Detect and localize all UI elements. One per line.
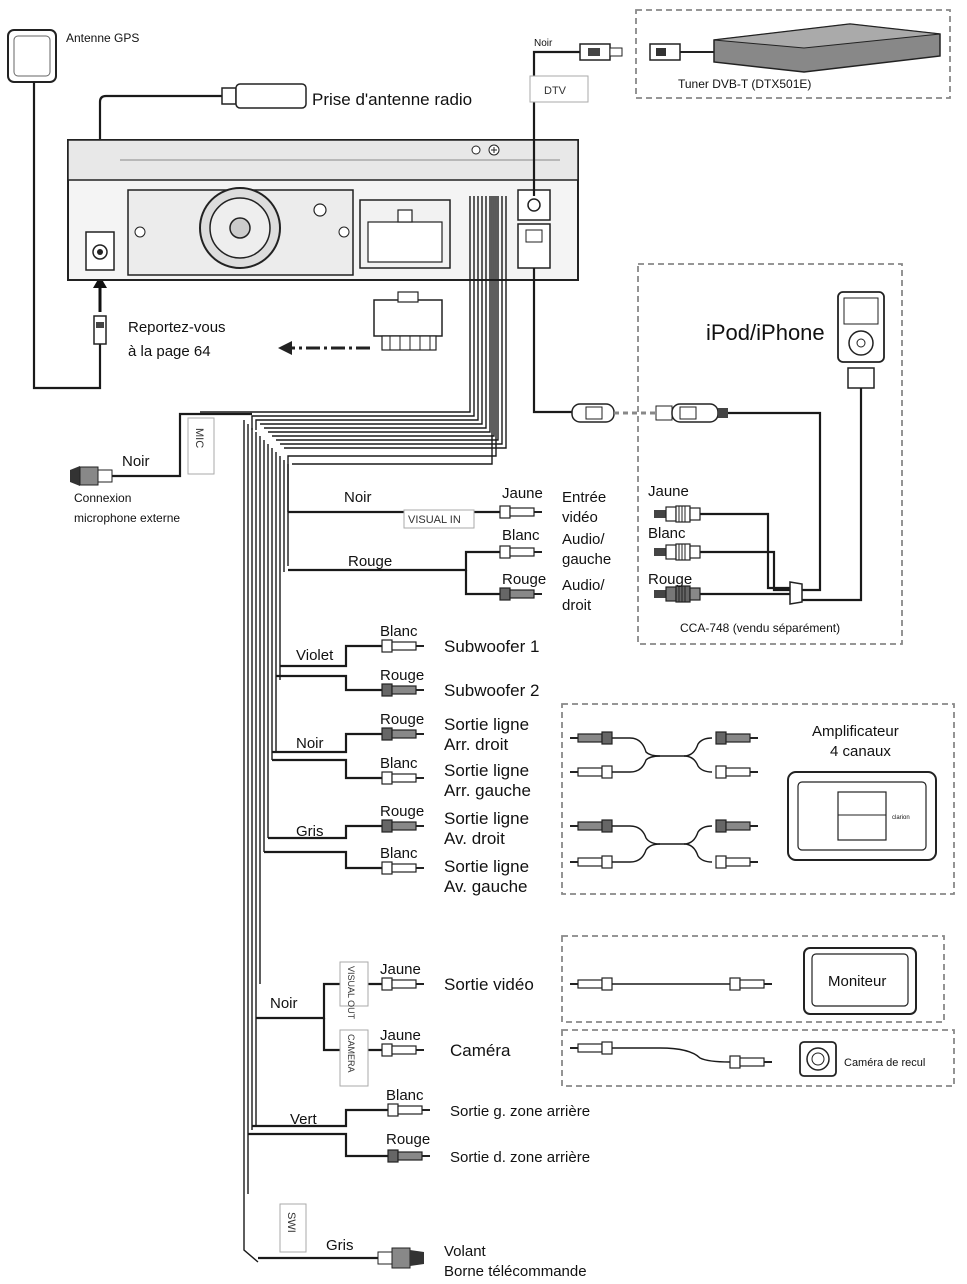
- rear-blanc: Blanc: [380, 755, 418, 772]
- front-right-line1: Sortie ligne: [444, 809, 529, 828]
- tuner-label: Tuner DVB-T (DTX501E): [678, 77, 811, 91]
- camera-tag: CAMERA: [346, 1034, 356, 1073]
- ipod-cable-label: CCA-748 (vendu séparément): [680, 621, 840, 635]
- zone-blanc: Blanc: [386, 1087, 424, 1104]
- subwoofer-cables: [276, 639, 425, 697]
- camera-jaune: Jaune: [380, 1027, 421, 1044]
- rear-rouge: Rouge: [380, 711, 424, 728]
- subwoofer-2-label: Subwoofer 2: [444, 681, 539, 700]
- rear-line-out-cables: [272, 727, 425, 785]
- reportez-line1: Reportez-vous: [128, 319, 226, 336]
- mic-label-line2: microphone externe: [74, 511, 180, 525]
- dtv-cable: [529, 43, 623, 196]
- audio-gauche-line1: Audio/: [562, 531, 605, 548]
- audio-gauche-line2: gauche: [562, 551, 611, 568]
- visual-out-jaune: Jaune: [380, 961, 421, 978]
- mic-tag: MIC: [193, 428, 205, 448]
- mic-wire-color: Noir: [122, 453, 150, 470]
- front-left-line2: Av. gauche: [444, 877, 528, 896]
- radio-antenna-plug: [93, 83, 307, 209]
- front-line-out-cables: [264, 819, 425, 875]
- swi-tag: SWI: [285, 1212, 297, 1233]
- sortie-video-label: Sortie vidéo: [444, 975, 534, 994]
- visual-out-wire: Noir: [270, 995, 298, 1012]
- front-right-line2: Av. droit: [444, 829, 505, 848]
- harness-trunk: [200, 196, 507, 1263]
- mic-label-line1: Connexion: [74, 491, 131, 505]
- rear-right-line2: Arr. droit: [444, 735, 509, 754]
- audio-droit-line1: Audio/: [562, 577, 605, 594]
- amplifier-box: [561, 703, 955, 895]
- camera-label: Caméra: [450, 1041, 511, 1060]
- zone-left-label: Sortie g. zone arrière: [450, 1103, 590, 1120]
- ipod-blanc: Blanc: [648, 525, 686, 542]
- visual-in-wire-noir: Noir: [344, 489, 372, 506]
- entree-video-line2: vidéo: [562, 509, 598, 526]
- dtv-tag: DTV: [544, 85, 567, 97]
- visual-in-tag: VISUAL IN: [408, 514, 461, 526]
- ipod-box: [637, 263, 903, 645]
- head-unit: [67, 139, 579, 281]
- front-wire: Gris: [296, 823, 324, 840]
- zone-right-label: Sortie d. zone arrière: [450, 1149, 590, 1166]
- visual-in-wire-rouge: Rouge: [348, 553, 392, 570]
- visual-in-jaune: Jaune: [502, 485, 543, 502]
- sub-rouge: Rouge: [380, 667, 424, 684]
- visual-out-camera-cables: [256, 961, 425, 1087]
- visual-in-cables: [288, 505, 543, 601]
- rear-camera-box: [561, 1029, 955, 1087]
- rear-wire: Noir: [296, 735, 324, 752]
- reportez-line2: à la page 64: [128, 343, 211, 360]
- audio-droit-line2: droit: [562, 597, 592, 614]
- sub-blanc: Blanc: [380, 623, 418, 640]
- front-blanc: Blanc: [380, 845, 418, 862]
- ipod-label: iPod/iPhone: [706, 320, 825, 345]
- rear-left-line1: Sortie ligne: [444, 761, 529, 780]
- front-left-line1: Sortie ligne: [444, 857, 529, 876]
- visual-in-rouge: Rouge: [502, 571, 546, 588]
- amplifier-line2: 4 canaux: [830, 743, 891, 760]
- zone-rouge: Rouge: [386, 1131, 430, 1148]
- radio-antenna-label: Prise d'antenne radio: [312, 90, 472, 109]
- monitor-box: [561, 935, 945, 1023]
- ipod-rouge: Rouge: [648, 571, 692, 588]
- tuner-box: [635, 9, 951, 99]
- sub-wire: Violet: [296, 647, 334, 664]
- rear-left-line2: Arr. gauche: [444, 781, 531, 800]
- rear-camera-label: Caméra de recul: [844, 1057, 925, 1069]
- volant-label: Volant: [444, 1243, 487, 1260]
- harness-connector: [278, 291, 443, 355]
- subwoofer-1-label: Subwoofer 1: [444, 637, 539, 656]
- visual-in-blanc: Blanc: [502, 527, 540, 544]
- front-rouge: Rouge: [380, 803, 424, 820]
- rear-zone-cables: [248, 1103, 431, 1163]
- usb-cable: [532, 268, 728, 423]
- entree-video-line1: Entrée: [562, 489, 606, 506]
- dtv-wire-color: Noir: [534, 38, 553, 49]
- zone-wire: Vert: [290, 1111, 318, 1128]
- mic-cable: [70, 412, 252, 486]
- swi-wire: Gris: [326, 1237, 354, 1254]
- visual-out-tag: VISUAL OUT: [346, 966, 356, 1020]
- rear-right-line1: Sortie ligne: [444, 715, 529, 734]
- gps-label: Antenne GPS: [66, 31, 139, 45]
- telecommande-label: Borne télécommande: [444, 1263, 587, 1280]
- swi-cable: [258, 1203, 424, 1269]
- amplifier-brand: clarion: [892, 815, 910, 821]
- amplifier-line1: Amplificateur: [812, 723, 899, 740]
- ipod-jaune: Jaune: [648, 483, 689, 500]
- gps-antenna: [7, 29, 107, 390]
- monitor-label: Moniteur: [828, 973, 886, 990]
